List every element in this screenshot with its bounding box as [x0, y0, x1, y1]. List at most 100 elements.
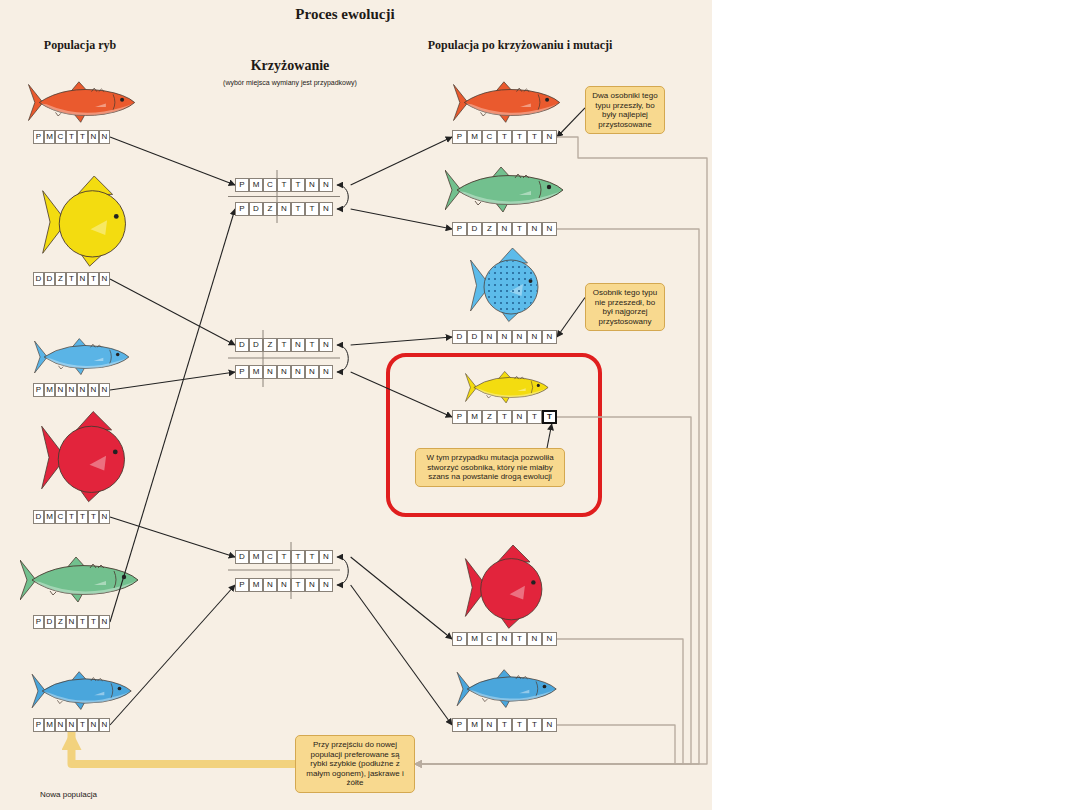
gene-letter: N — [527, 222, 542, 236]
callout-box: Dwa osobniki tego typu przeszły, bo były… — [585, 86, 665, 134]
gene-letter: P — [235, 365, 249, 379]
gene-letter: N — [497, 222, 512, 236]
gene-letter: D — [467, 330, 482, 344]
background-panel — [0, 0, 712, 810]
gene-letter: D — [235, 550, 249, 564]
gene-letter: N — [482, 330, 497, 344]
gene-letter: D — [33, 510, 44, 524]
gene-strip: DMCTTTN — [33, 510, 110, 524]
gene-letter: T — [66, 130, 77, 144]
gene-letter: N — [497, 330, 512, 344]
gene-letter: T — [291, 550, 305, 564]
column-heading: (wybór miejsca wymiany jest przypadkowy) — [223, 79, 357, 86]
gene-letter: T — [527, 130, 542, 144]
gene-strip: DDNNNNN — [452, 330, 557, 344]
gene-letter: C — [263, 178, 277, 192]
gene-letter: Z — [263, 338, 277, 352]
gene-letter: M — [44, 130, 55, 144]
gene-strip: PMCTTNN — [235, 178, 333, 192]
gene-letter: T — [512, 222, 527, 236]
gene-letter: T — [66, 272, 77, 286]
gene-letter: T — [305, 550, 319, 564]
connector-arrow — [415, 229, 699, 764]
column-heading: Populacja ryb — [44, 38, 116, 53]
connector-arrow — [351, 209, 452, 229]
gene-letter: N — [319, 365, 333, 379]
gene-letter: N — [305, 178, 319, 192]
gene-letter: T — [291, 578, 305, 592]
gene-letter: P — [235, 178, 249, 192]
connector-arrow — [110, 372, 235, 390]
connector-arrow — [351, 337, 452, 345]
gene-letter: T — [527, 718, 542, 732]
connector-arrow — [351, 372, 452, 417]
gene-letter: P — [33, 383, 44, 397]
connector-arrow — [415, 639, 683, 764]
gene-letter: M — [249, 550, 263, 564]
connector-arrow — [351, 557, 452, 639]
fish-illustration — [471, 248, 539, 322]
gene-letter: N — [319, 578, 333, 592]
fish-illustration — [457, 670, 556, 708]
highlight-frame — [388, 355, 600, 515]
gene-strip: PMZTNTT — [452, 410, 557, 424]
gene-letter: T — [291, 202, 305, 216]
crossover-cut-lines — [228, 170, 340, 599]
gene-letter: N — [319, 202, 333, 216]
connector-arrow — [110, 585, 235, 725]
gene-strip: PDZNTTN — [235, 202, 333, 216]
gene-letter: T — [88, 272, 99, 286]
callout-box: W tym przypadku mutacja pozwoliła stworz… — [415, 448, 565, 487]
gene-letter: N — [512, 410, 527, 424]
gene-letter: M — [467, 718, 482, 732]
gene-letter: C — [482, 130, 497, 144]
callout-text: Dwa osobniki tego typu przeszły, bo były… — [591, 91, 659, 129]
gene-letter: D — [44, 272, 55, 286]
gene-letter: N — [291, 365, 305, 379]
gene-letter: N — [319, 178, 333, 192]
gene-letter: N — [277, 365, 291, 379]
gene-letter: P — [235, 578, 249, 592]
fish-illustration — [454, 82, 560, 123]
gene-letter: N — [66, 383, 77, 397]
callout-text: Przy przejściu do nowej populacji prefer… — [301, 740, 409, 788]
gene-letter: T — [291, 178, 305, 192]
gene-letter: N — [542, 222, 557, 236]
gene-letter: T — [542, 410, 557, 424]
gene-letter: C — [263, 550, 277, 564]
gene-letter: P — [235, 202, 249, 216]
gene-letter: N — [319, 338, 333, 352]
callout-text: W tym przypadku mutacja pozwoliła stworz… — [421, 453, 559, 482]
gene-strip: PMCTTTN — [452, 130, 557, 144]
gene-letter: N — [99, 383, 110, 397]
gene-letter: P — [452, 130, 467, 144]
gene-letter: T — [497, 130, 512, 144]
gene-strip: PMNNNNN — [235, 365, 333, 379]
gene-strip: PDZNTNN — [452, 222, 557, 236]
gene-letter: C — [55, 130, 66, 144]
gene-letter: T — [277, 550, 291, 564]
gene-letter: C — [55, 510, 66, 524]
gene-letter: D — [249, 202, 263, 216]
gene-letter: T — [527, 410, 542, 424]
gene-letter: N — [55, 383, 66, 397]
connector-arrow — [110, 137, 235, 185]
connector-arrow — [415, 417, 691, 764]
gene-letter: N — [263, 365, 277, 379]
fish-illustration — [29, 82, 135, 123]
gene-letter: N — [305, 578, 319, 592]
gene-letter: M — [44, 383, 55, 397]
gene-letter: T — [305, 338, 319, 352]
gene-strip: PMNNTNN — [33, 718, 110, 732]
gene-letter: T — [305, 202, 319, 216]
gene-letter: D — [249, 338, 263, 352]
gene-letter: D — [452, 632, 467, 646]
callout-box: Osobnik tego typu nie przeszedł, bo był … — [585, 283, 665, 331]
fish-illustration — [35, 339, 129, 375]
gene-letter: Z — [55, 272, 66, 286]
gene-letter: M — [467, 632, 482, 646]
gene-letter: N — [66, 615, 77, 629]
gene-letter: P — [33, 615, 44, 629]
gene-letter: D — [44, 615, 55, 629]
gene-letter: P — [452, 222, 467, 236]
